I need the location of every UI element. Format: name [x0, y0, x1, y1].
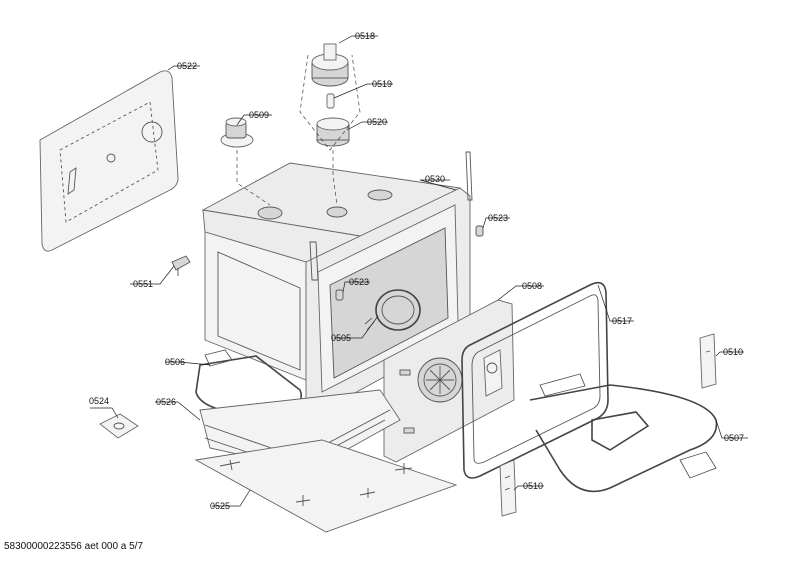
label-0530[interactable]: 0530	[425, 174, 445, 184]
rear-cover-panel-0522[interactable]	[39, 70, 179, 252]
lamp-glass-0520[interactable]	[316, 117, 350, 147]
label-0505[interactable]: 0505	[331, 333, 351, 343]
label-0525[interactable]: 0525	[210, 501, 230, 511]
label-0551[interactable]: 0551	[133, 279, 153, 289]
insulation-0526[interactable]	[199, 389, 401, 471]
sensor-0509[interactable]	[220, 117, 254, 148]
clip-0551[interactable]	[171, 255, 191, 276]
lamp-housing-0518[interactable]	[311, 43, 349, 87]
label-0519[interactable]: 0519	[372, 79, 392, 89]
screw-0523a[interactable]	[475, 225, 484, 237]
part-labels: 0518 0519 0520 0509 0522 0530 0523 0523 …	[89, 31, 744, 511]
label-0526[interactable]: 0526	[156, 397, 176, 407]
document-id-footer: 58300000223556 aet 000 a 5/7	[4, 541, 144, 552]
bracket-0510a[interactable]	[699, 333, 717, 389]
label-0510b[interactable]: 0510	[523, 481, 543, 491]
screw-0523b[interactable]	[335, 289, 344, 301]
label-0506[interactable]: 0506	[165, 357, 185, 367]
label-0508[interactable]: 0508	[522, 281, 542, 291]
label-0523b[interactable]: 0523	[349, 277, 369, 287]
label-0509[interactable]: 0509	[249, 110, 269, 120]
label-0518[interactable]: 0518	[355, 31, 375, 41]
label-0523a[interactable]: 0523	[488, 213, 508, 223]
oven-cavity-0530[interactable]	[201, 150, 473, 413]
label-0507[interactable]: 0507	[724, 433, 744, 443]
washer-0524[interactable]	[99, 413, 139, 439]
lamp-assembly	[299, 43, 361, 151]
bottom-heater-0507[interactable]	[529, 373, 718, 493]
door-seal-0517[interactable]	[461, 281, 609, 479]
label-0510a[interactable]: 0510	[723, 347, 743, 357]
lamp-bulb-0519[interactable]	[326, 93, 335, 109]
bottom-plate-0525[interactable]	[194, 439, 458, 533]
label-0522[interactable]: 0522	[177, 61, 197, 71]
label-0517[interactable]: 0517	[612, 316, 632, 326]
label-0520[interactable]: 0520	[367, 117, 387, 127]
leader-lines	[90, 35, 748, 507]
bracket-0510b[interactable]	[499, 459, 517, 517]
label-0524[interactable]: 0524	[89, 396, 109, 406]
